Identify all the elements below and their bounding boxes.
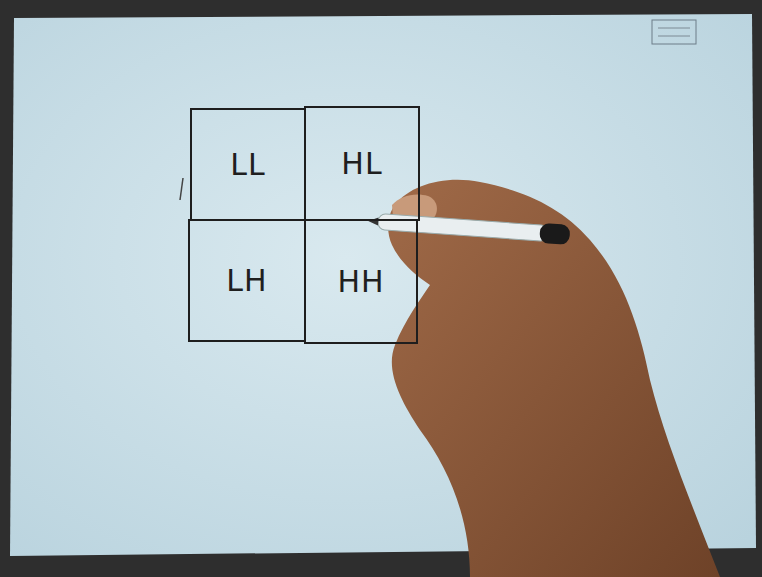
- stamp-mark: [658, 28, 690, 29]
- subband-label: HH: [337, 265, 384, 298]
- subband-label: LH: [226, 264, 267, 297]
- stamp-mark: [658, 36, 690, 37]
- pen-cap: [539, 223, 570, 245]
- pen: [368, 211, 571, 245]
- pen-tick: [180, 178, 183, 200]
- subband-cell: HL: [304, 106, 420, 221]
- subband-label: LL: [230, 148, 265, 181]
- stamp-box: [652, 20, 696, 44]
- hand: [388, 180, 720, 577]
- pen-body: [378, 214, 549, 242]
- subband-cell: LL: [190, 108, 306, 221]
- subband-label: HL: [341, 147, 382, 180]
- subband-cell: LH: [188, 219, 306, 342]
- subband-cell: HH: [304, 219, 418, 344]
